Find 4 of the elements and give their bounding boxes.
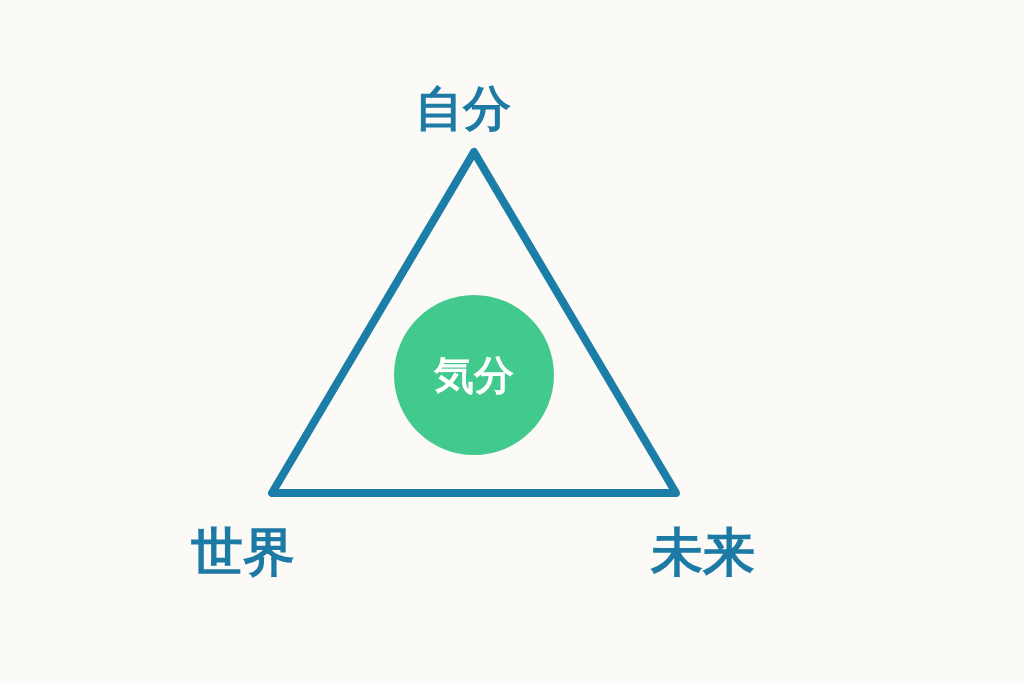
circle-node: 気分: [394, 295, 554, 455]
vertex-label: 自分: [415, 84, 511, 132]
vertex-label: 未来: [651, 526, 755, 578]
vertex-label: 世界: [191, 526, 295, 578]
